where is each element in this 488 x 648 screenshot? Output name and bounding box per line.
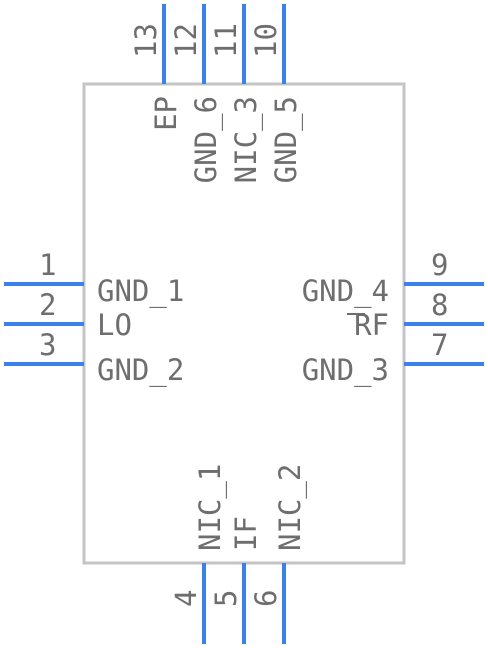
pin-11-label: NIC_3 (229, 96, 264, 183)
pin-9-label: GND_4 (302, 274, 389, 309)
pin-13-label: EP (149, 96, 183, 131)
pin-7-number: 7 (431, 328, 448, 362)
pin-10-label: GND_5 (269, 96, 304, 183)
pin-5-number: 5 (209, 590, 243, 607)
pin-12-number: 12 (169, 23, 203, 58)
pin-7-label: GND_3 (302, 353, 389, 388)
pin-10-number: 10 (249, 23, 283, 58)
pin-6-number: 6 (249, 590, 283, 607)
pin-8-number: 8 (431, 288, 448, 322)
pin-1-number: 1 (39, 248, 56, 282)
pin-3-label: GND_2 (97, 353, 184, 388)
pin-12-label: GND_6 (189, 96, 224, 183)
pin-2-number: 2 (39, 288, 56, 322)
pin-2-label: LO (97, 308, 132, 342)
pin-1-label: GND_1 (97, 274, 184, 309)
pin-9-number: 9 (431, 248, 448, 282)
pin-13-number: 13 (129, 23, 163, 58)
component-body (82, 82, 406, 565)
pin-6-label: NIC_2 (273, 464, 308, 551)
pin-4-label: NIC_1 (193, 464, 228, 551)
pin-3-number: 3 (39, 328, 56, 362)
pin-4-number: 4 (169, 590, 203, 607)
pin-11-number: 11 (209, 23, 243, 58)
pin-5-label: IF (229, 516, 263, 551)
